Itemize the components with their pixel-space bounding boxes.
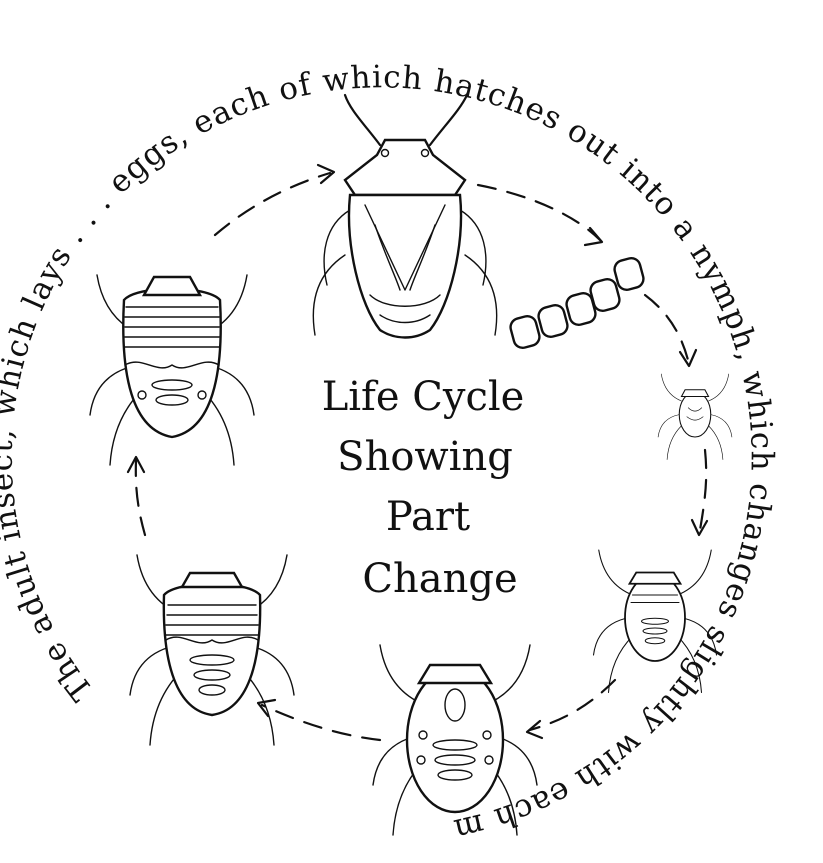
arrow-nymph1-to-nymph2 [700, 450, 706, 530]
eggs [509, 256, 646, 350]
center-title-line4: Change [362, 556, 517, 602]
nymph-3 [373, 645, 537, 835]
nymph-2 [594, 550, 717, 693]
nymph-4 [130, 555, 294, 745]
egg [613, 256, 646, 292]
center-title-line2: Showing [337, 434, 513, 480]
arrow-nymph5-to-adult [215, 173, 330, 235]
arrow-eggs-to-nymph1 [645, 295, 688, 360]
adult-insect [313, 95, 496, 338]
arrow-adult-to-eggs [478, 185, 600, 240]
arrow-nymph2-to-nymph3 [530, 680, 615, 730]
center-title-line1: Life Cycle [322, 374, 525, 420]
nymph-1 [658, 374, 732, 460]
egg [509, 314, 542, 350]
nymph-5 [90, 275, 254, 465]
center-title-line3: Part [386, 494, 470, 540]
egg [537, 303, 570, 339]
arrow-nymph3-to-nymph4 [262, 705, 380, 740]
center-title: Life Cycle Showing Part Change [322, 374, 525, 602]
